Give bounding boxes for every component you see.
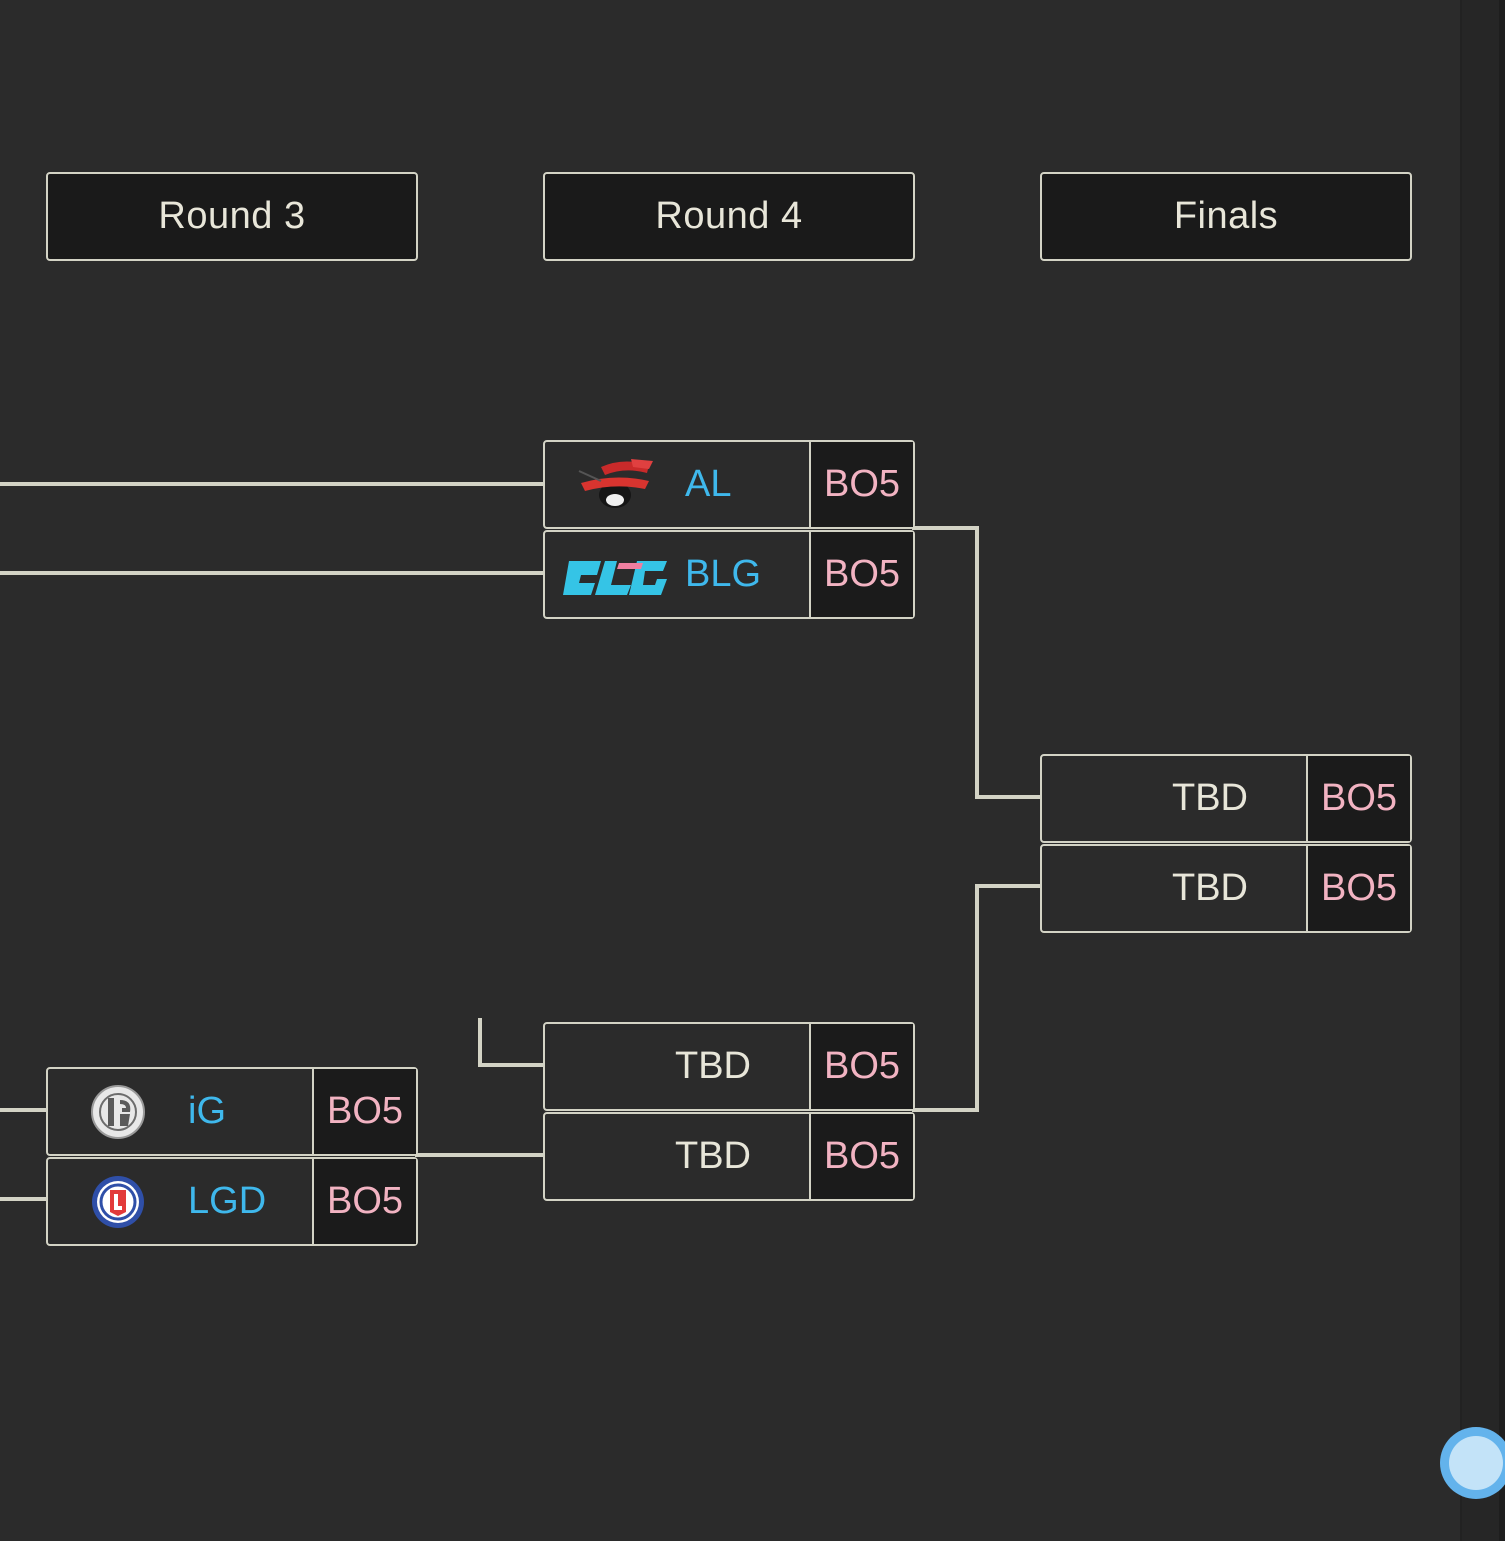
match-slot-tbd[interactable]: TBD BO5 [1040,844,1412,933]
team-name: TBD [675,1045,751,1087]
scroll-handle-inner [1449,1436,1503,1490]
match-format: BO5 [1306,756,1410,841]
team-name: TBD [1172,867,1248,909]
team-name: AL [685,463,732,505]
match-format: BO5 [1306,846,1410,931]
team-name: BLG [685,553,762,595]
round-header-round-3: Round 3 [46,172,418,261]
team-cell[interactable]: TBD [1042,756,1306,841]
match-slot-ig[interactable]: iG BO5 [46,1067,418,1156]
team-cell[interactable]: TBD [545,1114,809,1199]
match-slot-tbd[interactable]: TBD BO5 [1040,754,1412,843]
side-panel [1460,0,1505,1541]
team-cell[interactable]: AL [545,442,809,527]
match-slot-tbd[interactable]: TBD BO5 [543,1112,915,1201]
team-name: TBD [675,1135,751,1177]
match-format: BO5 [312,1069,416,1154]
team-cell[interactable]: iG [48,1069,312,1154]
lgd-logo-icon [92,1176,144,1228]
team-cell[interactable]: BLG [545,532,809,617]
ig-logo-icon [91,1085,145,1139]
scroll-track[interactable] [1499,0,1505,1541]
match-format: BO5 [312,1159,416,1244]
blg-logo-icon [563,561,667,595]
match-slot-lgd[interactable]: LGD BO5 [46,1157,418,1246]
team-name: iG [188,1090,226,1132]
connector-line [912,526,1042,799]
match-slot-blg[interactable]: BLG BO5 [543,530,915,619]
team-cell[interactable]: TBD [1042,846,1306,931]
match-format: BO5 [809,1114,913,1199]
match-slot-al[interactable]: AL BO5 [543,440,915,529]
connector-line [478,1018,545,1067]
team-cell[interactable]: TBD [545,1024,809,1109]
connector-line [912,884,1042,1112]
scroll-handle[interactable] [1440,1427,1505,1499]
round-header-finals: Finals [1040,172,1412,261]
al-logo-icon [578,459,653,508]
team-name: TBD [1172,777,1248,819]
match-format: BO5 [809,532,913,617]
match-format: BO5 [809,1024,913,1109]
round-header-round-4: Round 4 [543,172,915,261]
match-slot-tbd[interactable]: TBD BO5 [543,1022,915,1111]
match-format: BO5 [809,442,913,527]
team-name: LGD [188,1180,267,1222]
team-cell[interactable]: LGD [48,1159,312,1244]
